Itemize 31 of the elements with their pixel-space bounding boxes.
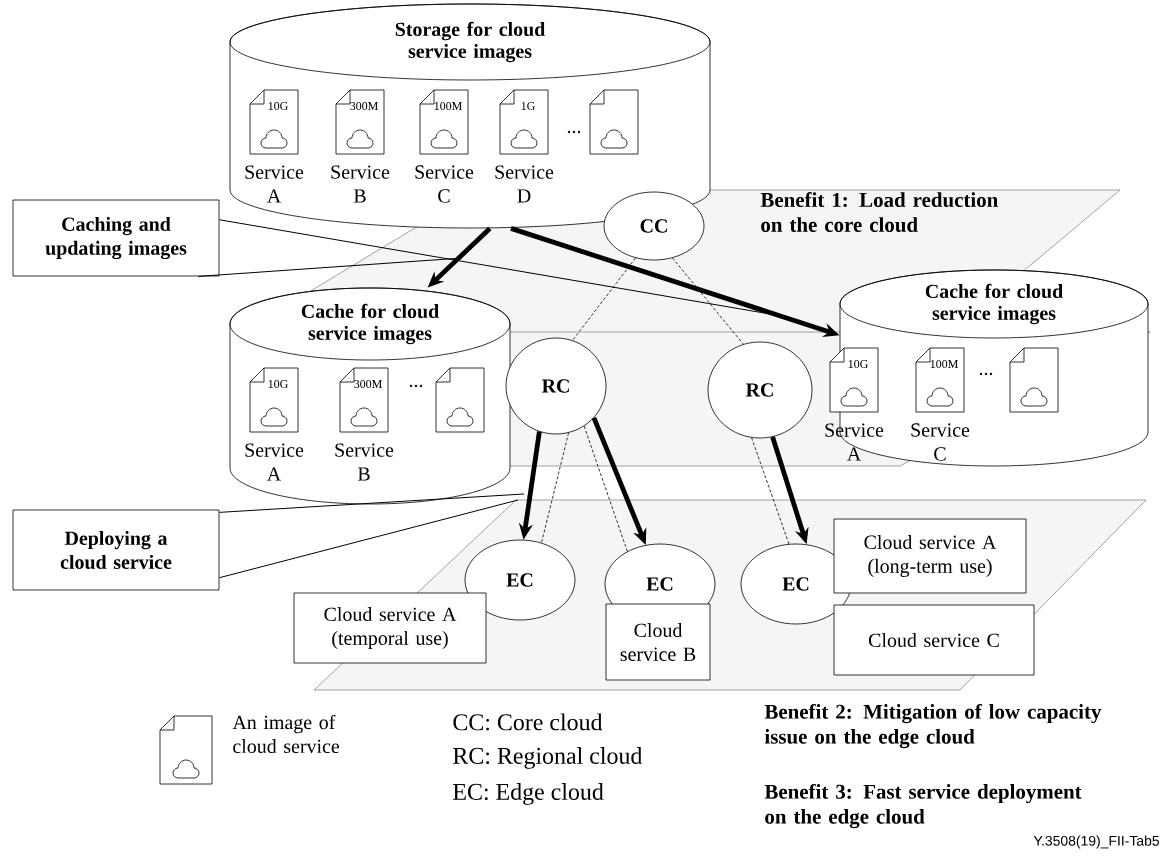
service-label: Service C — [911, 423, 970, 461]
callout-box: Deploying a cloud service — [12, 509, 220, 591]
service-label: Service B — [331, 165, 390, 203]
service-box: Cloud service B — [605, 603, 711, 681]
document-icon — [1009, 347, 1059, 413]
service-label: Service C — [415, 165, 474, 203]
callout-box: Caching and updating images — [12, 199, 220, 277]
leader-line — [218, 493, 525, 513]
leader-line — [218, 219, 771, 315]
service-label: Service B — [335, 443, 394, 481]
benefit-note: Benefit 3: Fast service deployment on the edge cloud — [764, 783, 1082, 829]
ellipsis: ... — [567, 130, 581, 134]
service-box: Cloud service C — [833, 604, 1035, 676]
benefit-note: Benefit 2: Mitigation of low capacity issue on the edge cloud — [764, 703, 1102, 749]
service-label: Service A — [245, 165, 304, 203]
abbreviation-note: EC: Edge cloud — [453, 783, 604, 805]
document-icon — [435, 367, 485, 433]
service-label: Service A — [245, 443, 304, 481]
legend-text: An image of cloud service — [232, 714, 340, 754]
leader-line — [218, 499, 519, 579]
abbreviation-note: CC: Core cloud — [453, 713, 603, 731]
leader-line — [197, 257, 463, 277]
ellipsis: ... — [979, 372, 993, 376]
ellipsis: ... — [409, 384, 423, 388]
abbreviation-note: RC: Regional cloud — [453, 747, 643, 769]
service-label: Service A — [825, 423, 884, 461]
document-icon — [589, 89, 639, 155]
service-box: Cloud service A (temporal use) — [293, 592, 487, 664]
benefit-note: Benefit 1: Load reduction on the core cloud — [760, 192, 998, 232]
service-box: Cloud service A (long-term use) — [833, 518, 1027, 594]
service-label: Service D — [495, 165, 554, 203]
